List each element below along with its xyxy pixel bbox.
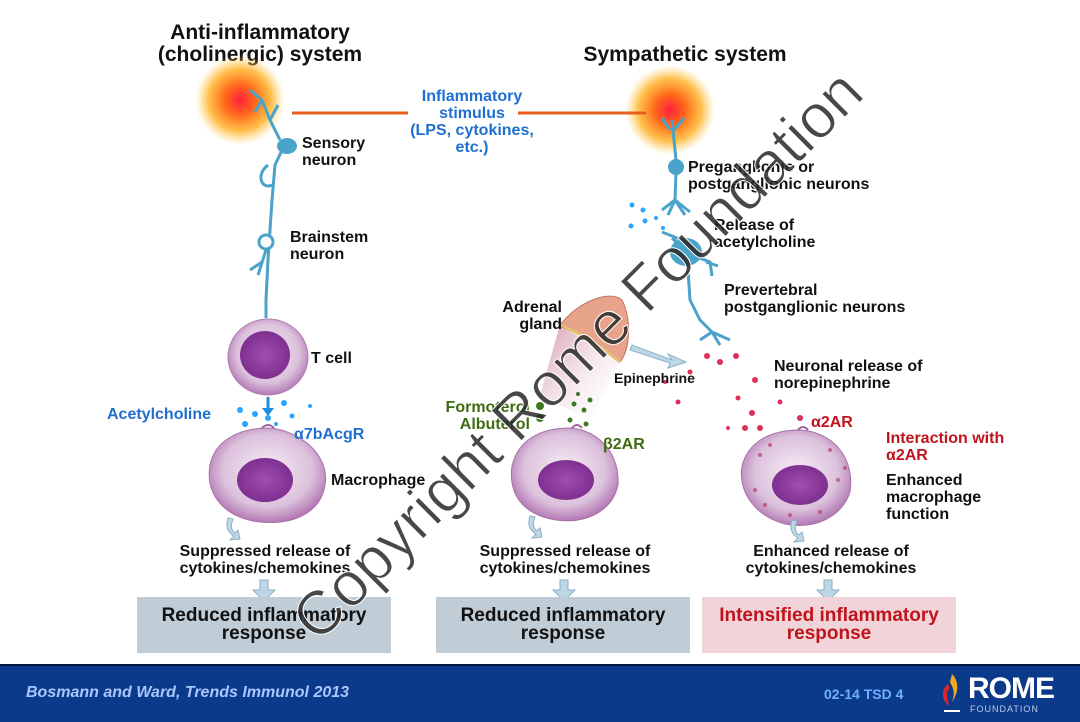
label-line: Enhanced release of <box>753 543 909 560</box>
label-line: acetylcholine <box>714 234 816 251</box>
alpha2-receptor-label: α2AR <box>811 414 853 431</box>
title-line: (cholinergic) system <box>157 43 363 66</box>
label-line: α2AR <box>886 447 928 464</box>
label-line: Interaction with <box>886 430 1005 447</box>
foundation-logo-text: FOUNDATION <box>970 704 1039 714</box>
label-line: cytokines/chemokines <box>745 560 917 577</box>
macrophage-right <box>740 426 852 526</box>
rome-logo-text: ROME <box>968 672 1055 705</box>
t-cell <box>227 318 309 396</box>
rome-flame-icon <box>942 674 960 712</box>
sensory-neuron-body <box>277 138 297 154</box>
norepinephrine-label: Neuronal release of norepinephrine <box>774 358 923 392</box>
right-outcome-label: Enhanced release of cytokines/chemokines <box>716 543 946 577</box>
macrophage-left <box>208 424 327 524</box>
label-line: Preganglionic or <box>688 159 815 176</box>
epinephrine-label: Epinephrine <box>614 370 695 386</box>
footer-bar: Bosmann and Ward, Trends Immunol 2013 02… <box>0 664 1080 722</box>
epinephrine-arrow <box>629 344 688 369</box>
label-line: Release of <box>714 217 795 234</box>
middle-outcome-label: Suppressed release of cytokines/chemokin… <box>450 543 680 577</box>
label-line: Sensory <box>302 135 366 152</box>
label-line: norepinephrine <box>774 375 891 392</box>
sensory-neuron-label: Sensory neuron <box>302 135 365 169</box>
norepinephrine-dots <box>663 353 803 431</box>
diagram-graphics <box>195 55 852 602</box>
acetylcholine-label: Acetylcholine <box>107 406 212 423</box>
adrenal-gland-label: Adrenal gland <box>492 299 562 333</box>
left-outcome-label: Suppressed release of cytokines/chemokin… <box>150 543 380 577</box>
drug-name: Formoterol <box>445 399 530 416</box>
label-line: postganglionic neurons <box>688 176 870 193</box>
down-arrow-left-cell <box>226 517 241 541</box>
stimulus-line-text: Inflammatory <box>421 88 523 105</box>
interaction-label: Interaction with α2AR <box>886 430 1004 464</box>
postganglionic-neuron-body <box>670 238 702 266</box>
t-cell-label: T cell <box>311 350 352 367</box>
down-arrow-right-cell <box>790 519 805 543</box>
label-line: Enhanced <box>886 472 963 489</box>
response-line: Intensified inflammatory <box>719 605 939 626</box>
release-acetylcholine-label: Release of acetylcholine <box>714 217 815 251</box>
title-anti-inflammatory: Anti-inflammatory (cholinergic) system <box>140 22 380 66</box>
label-line: gland <box>519 316 562 333</box>
stimulus-line-text: (LPS, cytokines, <box>410 122 534 139</box>
brainstem-neuron-label: Brainstem neuron <box>290 229 368 263</box>
inflammation-burst-left <box>195 55 285 145</box>
macrophage-middle <box>510 424 619 522</box>
label-line: macrophage <box>886 489 982 506</box>
inflammatory-stimulus-label: Inflammatory stimulus (LPS, cytokines, e… <box>392 88 552 156</box>
enhanced-function-label: Enhanced macrophage function <box>886 472 981 523</box>
label-line: neuron <box>290 246 345 263</box>
label-line: function <box>886 506 950 523</box>
label-line: Suppressed release of <box>179 543 351 560</box>
label-line: neuron <box>302 152 357 169</box>
acetylcholine-release-dots <box>628 202 665 230</box>
title-sympathetic: Sympathetic system <box>583 43 787 66</box>
alpha7-receptor-label: α7bAcgR <box>294 426 365 443</box>
drugs-label: Formoterol Albuterol <box>420 399 530 433</box>
response-line: response <box>786 623 872 644</box>
inflammation-burst-right <box>625 65 715 155</box>
slide-code: 02-14 TSD 4 <box>824 686 904 702</box>
down-arrow-middle-cell <box>528 515 543 539</box>
label-line: Suppressed release of <box>479 543 651 560</box>
label-line: cytokines/chemokines <box>479 560 651 577</box>
right-response-box: Intensified inflammatory response <box>702 597 956 653</box>
response-line: response <box>520 623 606 644</box>
label-line: Neuronal release of <box>774 358 923 375</box>
macrophage-label: Macrophage <box>331 472 426 489</box>
stimulus-line-text: etc.) <box>455 139 489 156</box>
stimulus-line-text: stimulus <box>439 105 505 122</box>
citation: Bosmann and Ward, Trends Immunol 2013 <box>26 684 350 701</box>
drug-name: Albuterol <box>459 416 530 433</box>
sensory-neuron-chain <box>249 88 286 318</box>
preganglionic-neuron-body <box>668 159 684 175</box>
sympathetic-neuron-chain <box>660 117 731 346</box>
acetylcholine-dots <box>237 400 312 427</box>
outcome-arrows <box>251 579 841 602</box>
left-response-box: Reduced inflammatory response <box>137 597 391 653</box>
label-line: Adrenal <box>502 299 562 316</box>
middle-response-box: Reduced inflammatory response <box>436 597 690 653</box>
pre-postganglionic-label: Preganglionic or postganglionic neurons <box>688 159 869 193</box>
adrenal-gland <box>540 295 630 420</box>
response-line: Reduced inflammatory <box>161 605 367 626</box>
response-line: response <box>221 623 307 644</box>
title-line: Anti-inflammatory <box>170 21 350 44</box>
label-line: Prevertebral <box>724 282 818 299</box>
prevertebral-label: Prevertebral postganglionic neurons <box>724 282 905 316</box>
drug-dots <box>536 392 593 427</box>
label-line: cytokines/chemokines <box>179 560 351 577</box>
response-line: Reduced inflammatory <box>460 605 666 626</box>
label-line: Brainstem <box>290 229 369 246</box>
label-line: postganglionic neurons <box>724 299 906 316</box>
beta2-receptor-label: β2AR <box>603 436 645 453</box>
